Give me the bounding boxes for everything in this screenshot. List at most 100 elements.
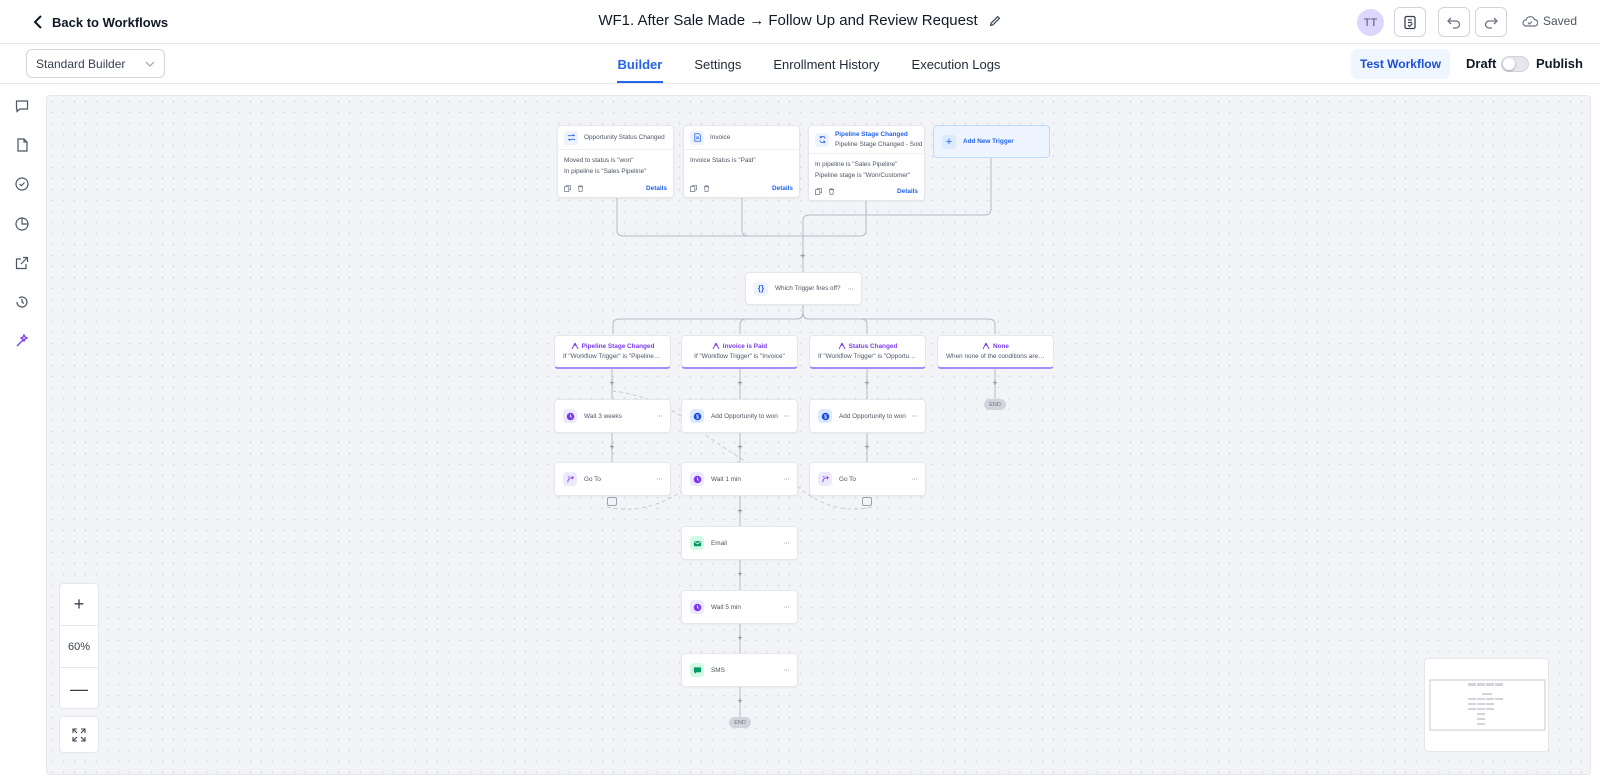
loop-link-icon[interactable] bbox=[607, 497, 617, 506]
details-link[interactable]: Details bbox=[897, 188, 918, 195]
trigger-filter: Moved to status is "won" bbox=[564, 157, 634, 164]
pie-chart-icon[interactable] bbox=[13, 215, 31, 233]
add-step-plus[interactable]: + bbox=[992, 378, 998, 388]
copy-icon[interactable] bbox=[690, 185, 697, 192]
external-link-icon[interactable] bbox=[13, 254, 31, 272]
check-circle-icon[interactable] bbox=[13, 175, 31, 193]
trigger-body: In pipeline is "Sales Pipeline" Pipeline… bbox=[809, 154, 924, 181]
branch-subtitle: When none of the conditions are met bbox=[946, 353, 1051, 360]
dollar-icon: $ bbox=[690, 409, 704, 423]
tab-builder[interactable]: Builder bbox=[616, 44, 664, 84]
end-marker: END bbox=[729, 717, 751, 728]
chevron-down-icon bbox=[145, 61, 155, 67]
add-step-plus[interactable]: + bbox=[864, 378, 870, 388]
loop-link-icon[interactable] bbox=[862, 497, 872, 506]
expand-icon bbox=[72, 727, 86, 742]
zoom-out-button[interactable]: — bbox=[70, 678, 88, 699]
zoom-level: 60% bbox=[60, 626, 98, 668]
more-options-icon[interactable]: ··· bbox=[783, 537, 790, 548]
more-options-icon[interactable]: ··· bbox=[847, 283, 854, 293]
tab-execution-logs[interactable]: Execution Logs bbox=[911, 56, 1001, 72]
action-email[interactable]: Email ··· bbox=[681, 526, 798, 560]
add-step-plus[interactable]: + bbox=[737, 696, 743, 706]
branch-subtitle: If "Workflow Trigger" is "Opportunity... bbox=[818, 353, 925, 360]
dollar-icon: $ bbox=[818, 409, 832, 423]
clipboard-check-button[interactable] bbox=[1394, 7, 1426, 37]
branch-status-changed[interactable]: Status Changed If "Workflow Trigger" is … bbox=[809, 335, 926, 369]
workflow-canvas[interactable]: Opportunity Status Changed Moved to stat… bbox=[46, 95, 1591, 775]
copy-icon[interactable] bbox=[815, 188, 822, 195]
more-options-icon[interactable]: ··· bbox=[783, 664, 790, 675]
more-options-icon[interactable]: ··· bbox=[911, 410, 918, 421]
redo-button[interactable] bbox=[1475, 7, 1507, 37]
add-new-trigger-button[interactable]: + Add New Trigger bbox=[933, 125, 1050, 158]
action-go-to[interactable]: Go To ··· bbox=[554, 462, 671, 496]
sparkle-icon[interactable] bbox=[13, 332, 31, 350]
details-link[interactable]: Details bbox=[646, 185, 667, 192]
workflow-title: WF1. After Sale Made → Follow Up and Rev… bbox=[598, 12, 978, 29]
zoom-in-button[interactable]: + bbox=[60, 584, 98, 626]
trash-icon[interactable] bbox=[703, 185, 710, 192]
action-wait-5-min[interactable]: Wait 5 min ··· bbox=[681, 590, 798, 624]
action-wait-1-min[interactable]: Wait 1 min ··· bbox=[681, 462, 798, 496]
add-step-plus[interactable]: + bbox=[864, 442, 870, 452]
more-options-icon[interactable]: ··· bbox=[656, 473, 663, 484]
more-options-icon[interactable]: ··· bbox=[911, 473, 918, 484]
add-step-plus[interactable]: + bbox=[737, 442, 743, 452]
trash-icon[interactable] bbox=[577, 185, 584, 192]
add-step-plus[interactable]: + bbox=[737, 506, 743, 516]
add-step-plus[interactable]: + bbox=[609, 442, 615, 452]
undo-button[interactable] bbox=[1438, 7, 1470, 37]
action-go-to[interactable]: Go To ··· bbox=[809, 462, 926, 496]
comment-icon[interactable] bbox=[13, 97, 31, 115]
action-label: Wait 3 weeks bbox=[584, 412, 622, 420]
add-step-plus[interactable]: + bbox=[737, 378, 743, 388]
details-link[interactable]: Details bbox=[772, 185, 793, 192]
builder-mode-select[interactable]: Standard Builder bbox=[26, 49, 165, 78]
history-icon[interactable] bbox=[13, 293, 31, 311]
more-options-icon[interactable]: ··· bbox=[783, 410, 790, 421]
draft-label: Draft bbox=[1466, 56, 1497, 71]
add-step-plus[interactable]: + bbox=[609, 378, 615, 388]
trigger-header: Invoice bbox=[684, 126, 799, 150]
branch-icon bbox=[712, 342, 720, 350]
avatar[interactable]: TT bbox=[1357, 9, 1384, 36]
more-options-icon[interactable]: ··· bbox=[656, 410, 663, 421]
branch-pipeline-stage-changed[interactable]: Pipeline Stage Changed If "Workflow Trig… bbox=[554, 335, 671, 369]
trash-icon[interactable] bbox=[828, 188, 835, 195]
action-wait-3-weeks[interactable]: Wait 3 weeks ··· bbox=[554, 399, 671, 433]
clock-icon bbox=[563, 409, 577, 423]
edit-pencil-icon[interactable] bbox=[988, 14, 1002, 28]
more-options-icon[interactable]: ··· bbox=[783, 601, 790, 612]
action-sms[interactable]: SMS ··· bbox=[681, 653, 798, 687]
file-icon[interactable] bbox=[13, 136, 31, 154]
action-add-opportunity[interactable]: $ Add Opportunity to won ··· bbox=[809, 399, 926, 433]
publish-toggle[interactable] bbox=[1501, 56, 1529, 72]
builder-mode-value: Standard Builder bbox=[36, 56, 126, 71]
action-add-opportunity[interactable]: $ Add Opportunity to won ··· bbox=[681, 399, 798, 433]
go-to-icon bbox=[818, 472, 832, 486]
sub-bar: Standard Builder Builder Settings Enroll… bbox=[0, 44, 1600, 84]
email-icon bbox=[690, 536, 704, 550]
copy-icon[interactable] bbox=[564, 185, 571, 192]
tab-settings[interactable]: Settings bbox=[694, 56, 742, 72]
add-step-plus[interactable]: + bbox=[800, 251, 806, 261]
minimap[interactable] bbox=[1424, 658, 1549, 752]
back-to-workflows-link[interactable]: Back to Workflows bbox=[32, 12, 168, 32]
branch-none[interactable]: None When none of the conditions are met bbox=[937, 335, 1054, 369]
left-icon-rail bbox=[0, 84, 44, 784]
add-step-plus[interactable]: + bbox=[737, 569, 743, 579]
test-workflow-button[interactable]: Test Workflow bbox=[1351, 49, 1450, 79]
tab-enrollment-history[interactable]: Enrollment History bbox=[773, 56, 880, 72]
condition-node[interactable]: {} Which Trigger fires off? ··· bbox=[745, 272, 862, 305]
trigger-title: Invoice bbox=[710, 134, 731, 141]
branch-invoice-is-paid[interactable]: Invoice is Paid If "Workflow Trigger" is… bbox=[681, 335, 798, 369]
end-marker: END bbox=[984, 399, 1006, 410]
more-options-icon[interactable]: ··· bbox=[783, 473, 790, 484]
trigger-card-opportunity-status[interactable]: Opportunity Status Changed Moved to stat… bbox=[557, 125, 674, 198]
add-step-plus[interactable]: + bbox=[737, 633, 743, 643]
trigger-card-pipeline-stage[interactable]: Pipeline Stage Changed Pipeline Stage Ch… bbox=[808, 125, 925, 201]
go-to-icon bbox=[563, 472, 577, 486]
fit-to-screen-button[interactable] bbox=[59, 716, 99, 753]
trigger-card-invoice[interactable]: Invoice Invoice Status is "Paid" Details bbox=[683, 125, 800, 198]
